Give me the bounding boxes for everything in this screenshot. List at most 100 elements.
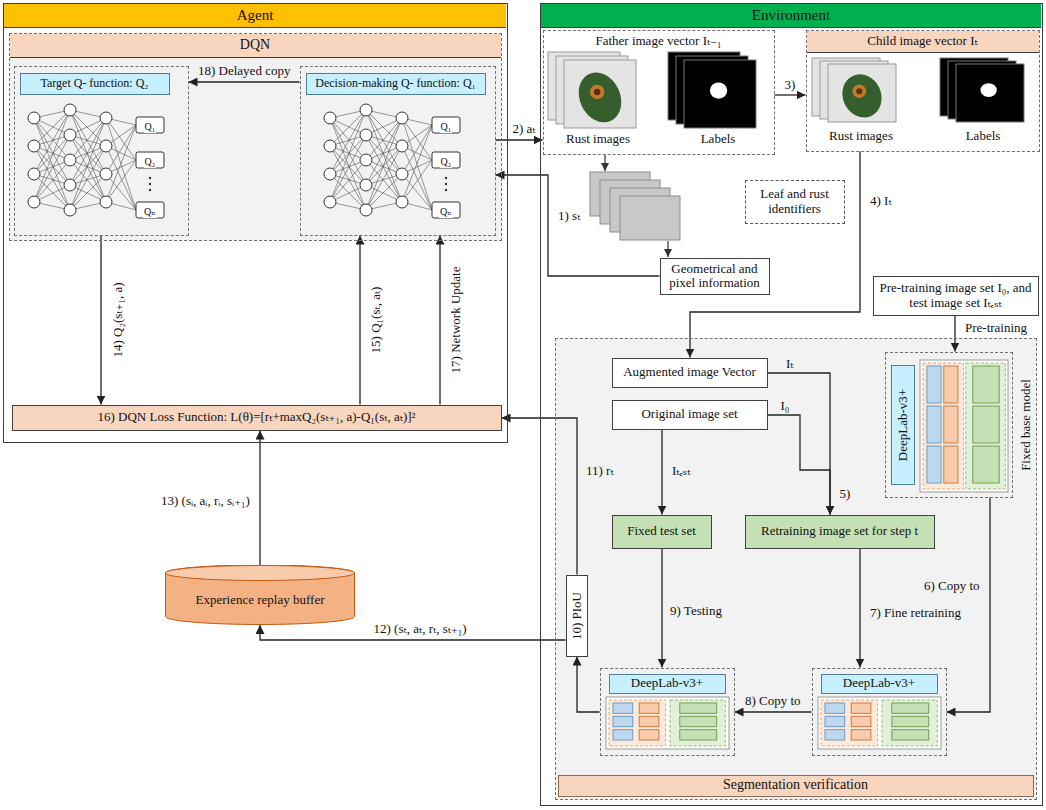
edge-label: 1) sₜ [556,208,582,223]
ellipsis-dot [445,177,447,179]
environment-panel: Father image vector Iₜ₋₁ Rust images Label… [540,3,1043,806]
decision-q-network: Decision-making Q- function: Q₁ [300,66,496,236]
label-holder: Iₜₑₛₜ [670,461,692,479]
text-holder: Target Q- function: Q₂ [20,73,170,95]
node-text: Fixed test set [627,524,696,539]
output-label: Q₂ [440,156,453,168]
cylinder-top [166,566,355,581]
node-text: Child image vector Iₜ [867,34,977,49]
neuron [360,129,372,141]
text-holder: Labels [931,128,1036,146]
test-set-box: Fixed test set [612,515,712,549]
neural-network [28,104,164,218]
label-holder: Q₂ [440,151,453,169]
text-holder: Rust images [809,128,914,146]
edge-label: 17) Network Update [448,265,463,376]
replay-buffer: Experience replay buffer [165,565,355,625]
label-holder: 17) Network Update [446,265,464,376]
text-holder: Father image vector Iₜ₋₁ [544,33,774,51]
neuron [396,112,408,124]
network-link [330,160,366,202]
network-link [34,160,70,202]
node-text: DeepLab-v3+ [843,676,915,691]
flow-arrow [859,549,860,668]
edge-label: 13) (sᵢ, aᵢ, rᵢ, sᵢ₊₁) [159,493,252,508]
network-link [106,160,136,202]
label-holder: Qₙ [439,201,453,219]
father-image-vector: Father image vector Iₜ₋₁Rust imagesLabel… [543,30,775,155]
augmented-box: Augmented image Vector [612,358,768,388]
child-image-vector: Child image vector Iₜ Rust images Labels [806,30,1040,152]
layer-block [944,366,958,403]
network-link [70,118,106,160]
edge-label: 14) Q₂(sₜ₊₁, a) [109,280,124,359]
text-holder: Labels [666,131,771,149]
deeplab-figure [818,697,941,749]
edge-label: I₀ [779,398,792,413]
flow-arrow [954,316,955,352]
node-text: DeepLab-v3+ [631,676,703,691]
neuron [28,112,40,124]
figure-frame [920,360,1008,492]
neuron [324,112,336,124]
layer-block [639,716,659,726]
decoder-block [670,700,725,746]
node-text: Augmented image Vector [623,365,756,380]
rust-spot [590,85,604,99]
decoder-block [882,700,937,746]
output-label: Q₁ [440,121,453,133]
label-holder: 5) [838,484,853,502]
leader-arrow [667,241,668,257]
layer-block [613,703,633,713]
node-text: Experience replay buffer [196,593,325,608]
ellipsis-dot [149,177,151,179]
ellipsis-dot [149,189,151,191]
node-text: Segmentation verification [723,777,868,793]
output-label: Qₙ [143,206,157,218]
neuron [28,140,40,152]
flow-arrow [661,549,662,668]
geometry-box: Geometrical and pixel information [660,258,770,296]
edge-label: 6) Copy to [922,578,982,593]
flow-arrow [661,430,662,515]
base-model: DeepLab-v3+Fixed base model [885,352,1013,498]
label-holder: I₀ [779,396,792,414]
flow-arrow [439,236,440,405]
network-link [402,125,432,202]
neuron [360,204,372,216]
layer-block [639,703,659,713]
layer-block [613,730,633,740]
node-text: Pre-training image set I₀, and test imag… [879,281,1033,311]
flow-arrow [189,81,300,82]
edge-label: 11) rₜ [584,463,616,478]
step-number: 5) [838,486,853,501]
node-text: Rust images [829,129,893,144]
node-text: Agent [237,7,274,24]
node-text: Target Q- function: Q₂ [40,77,148,91]
layer-block [892,730,929,740]
neuron [100,140,112,152]
label-holder: 3) [783,75,798,93]
output-cell [136,117,164,133]
ellipsis-dot [445,183,447,185]
network-link [106,118,136,160]
encoder-block [609,700,666,746]
node-text: Geometrical and pixel information [666,262,764,292]
layer-block [927,446,941,483]
neuron [396,140,408,152]
neuron [324,140,336,152]
neuron [64,204,76,216]
encoder-block [923,363,963,489]
text-holder: Fixed base model [1018,365,1034,485]
neuron [64,129,76,141]
node-text: Labels [701,132,736,147]
layer-block [944,406,958,443]
rust-core [594,89,600,95]
layer-block [892,703,929,713]
edge-label: 4) Iₜ [868,193,894,208]
layer-block [825,716,845,726]
flow-arrow [359,236,360,405]
illustrations [28,52,1024,749]
layer-block [680,730,717,740]
